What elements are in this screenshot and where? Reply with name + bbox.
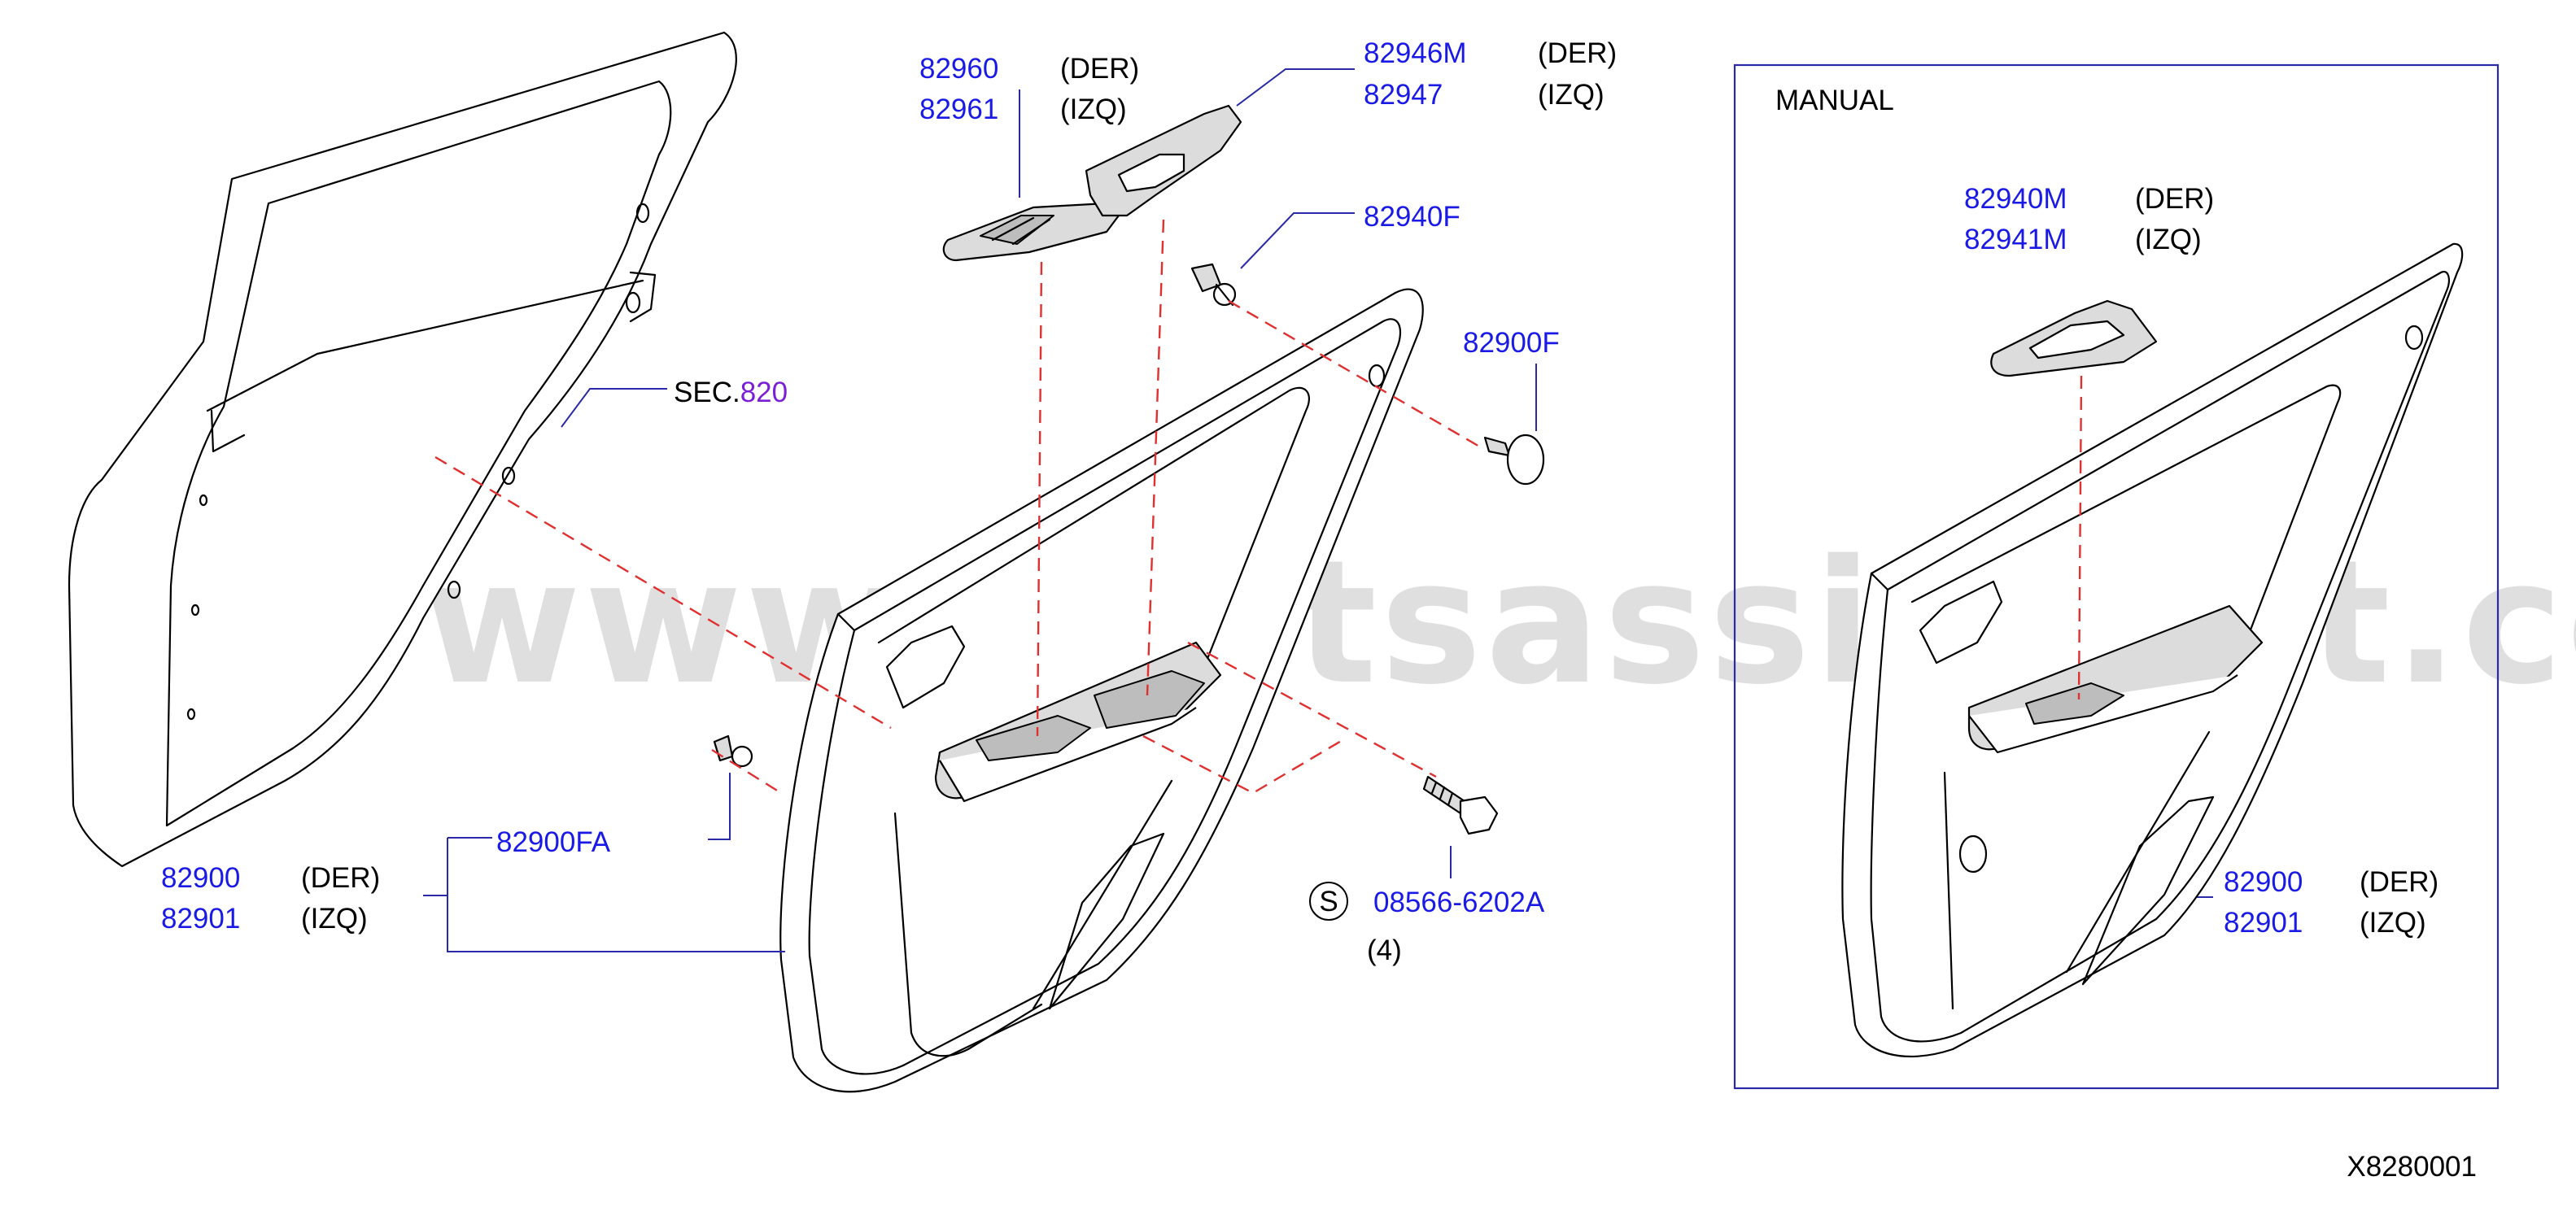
label-clip-82940F: 82940F [1364, 201, 1460, 233]
svg-text:(IZQ): (IZQ) [1060, 94, 1127, 125]
svg-text:82900: 82900 [161, 862, 240, 894]
manual-inset: MANUAL 82940M (DER) 82941M (IZQ) [1733, 63, 2500, 1090]
svg-text:82946M: 82946M [1364, 37, 1466, 69]
door-trim-panel [779, 288, 1424, 1093]
label-switch-finisher: 82960 (DER) 82961 (IZQ) [919, 53, 1139, 125]
svg-text:(4): (4) [1367, 935, 1402, 966]
svg-text:82947: 82947 [1364, 79, 1443, 111]
label-inset-trim: 82900 (DER) 82901 (IZQ) [2224, 866, 2438, 939]
svg-text:82961: 82961 [919, 94, 998, 125]
clip-82900F [1483, 434, 1545, 486]
label-sec-820: SEC.820 [674, 377, 788, 408]
svg-text:(IZQ): (IZQ) [2360, 907, 2426, 939]
svg-text:(IZQ): (IZQ) [1538, 79, 1605, 111]
inset-title: MANUAL [1775, 85, 1894, 116]
label-screw: S 08566-6202A (4) [1309, 882, 1545, 966]
svg-text:(DER): (DER) [2135, 183, 2214, 215]
service-symbol: S [1319, 886, 1338, 917]
svg-text:82901: 82901 [161, 903, 240, 935]
label-armrest-finisher: 82946M (DER) 82947 (IZQ) [1364, 37, 1617, 111]
svg-text:(IZQ): (IZQ) [2135, 224, 2202, 255]
label-clip-82900FA: 82900FA [496, 826, 611, 858]
switch-finisher [942, 202, 1120, 262]
svg-text:(DER): (DER) [1538, 37, 1617, 69]
clip-82940F [1190, 263, 1237, 307]
svg-text:82900: 82900 [2224, 866, 2303, 898]
svg-text:(IZQ): (IZQ) [301, 903, 368, 935]
inset-door-trim [1841, 242, 2464, 1058]
clip-82900FA [713, 734, 753, 768]
svg-text:82960: 82960 [919, 53, 998, 85]
label-trim-panel: 82900 (DER) 82901 (IZQ) [161, 862, 380, 935]
label-inset-finisher: 82940M (DER) 82941M (IZQ) [1964, 183, 2214, 255]
screw-08566-6202A [1422, 775, 1499, 835]
inset-finisher [1990, 299, 2158, 377]
door-inner-panel [68, 31, 737, 868]
diagram-code: X8280001 [2347, 1151, 2477, 1183]
armrest-finisher [1085, 104, 1242, 217]
svg-text:(DER): (DER) [1060, 53, 1139, 85]
svg-text:08566-6202A: 08566-6202A [1373, 887, 1545, 918]
svg-text:(DER): (DER) [301, 862, 380, 894]
label-clip-82900F: 82900F [1463, 327, 1560, 359]
svg-text:82941M: 82941M [1964, 224, 2067, 255]
svg-text:(DER): (DER) [2360, 866, 2438, 898]
svg-text:82901: 82901 [2224, 907, 2303, 939]
alignment-lines [434, 219, 1482, 795]
svg-text:82940M: 82940M [1964, 183, 2067, 215]
